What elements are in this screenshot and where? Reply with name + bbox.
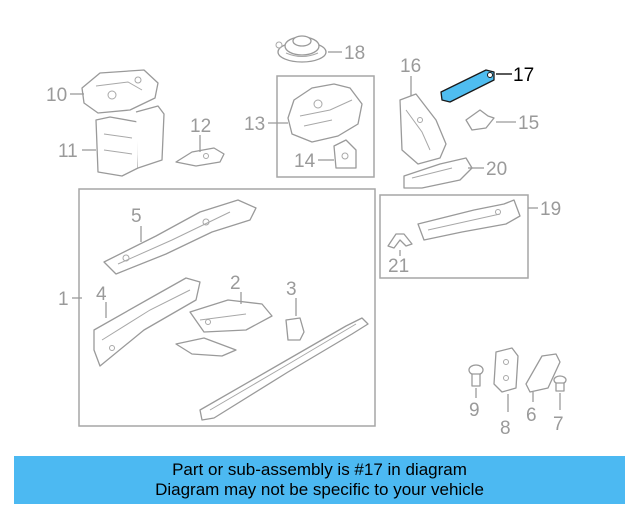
callout-7: 7 [553, 414, 564, 435]
callout-8: 8 [500, 418, 511, 439]
callout-6: 6 [526, 405, 537, 426]
part-16[interactable] [399, 93, 447, 165]
part-13[interactable] [287, 83, 363, 143]
callout-10: 10 [46, 85, 67, 106]
callout-12: 12 [190, 116, 211, 137]
part-21[interactable] [387, 233, 413, 249]
callout-3: 3 [286, 279, 297, 300]
part-18[interactable] [275, 35, 327, 63]
part-19[interactable] [417, 199, 521, 241]
callout-16: 16 [400, 56, 421, 77]
callout-19: 19 [540, 199, 561, 220]
callout-5: 5 [131, 206, 142, 227]
group-frame-1 [78, 188, 376, 427]
part-17-highlight [440, 69, 495, 103]
part-17[interactable] [440, 69, 495, 103]
callout-20: 20 [486, 159, 507, 180]
callout-1: 1 [58, 289, 69, 310]
callout-2: 2 [230, 273, 241, 294]
callout-14: 14 [294, 151, 316, 172]
info-banner: Part or sub-assembly is #17 in diagram D… [14, 456, 625, 504]
callout-15: 15 [518, 113, 539, 134]
parts-diagram: 18 10 11 12 13 14 16 [46, 35, 567, 439]
part-20[interactable] [403, 157, 473, 189]
part-8[interactable] [493, 347, 519, 393]
part-12[interactable] [175, 147, 225, 167]
part-1-strip[interactable] [175, 337, 237, 357]
callout-21: 21 [388, 256, 409, 277]
part-6[interactable] [525, 353, 561, 393]
part-14[interactable] [333, 139, 357, 169]
part-7[interactable] [553, 375, 567, 392]
group-frame-13 [276, 75, 375, 178]
banner-line-1: Part or sub-assembly is #17 in diagram [172, 460, 467, 479]
part-2[interactable] [189, 299, 273, 333]
callout-9: 9 [469, 400, 480, 421]
callout-4: 4 [96, 284, 107, 305]
group-frame-19 [379, 194, 529, 279]
part-4[interactable] [93, 277, 201, 367]
part-15[interactable] [465, 109, 495, 131]
part-3[interactable] [285, 317, 305, 341]
part-1[interactable] [199, 317, 369, 421]
part-11[interactable] [95, 105, 165, 177]
callout-11: 11 [58, 141, 78, 162]
part-9[interactable] [468, 364, 484, 387]
callout-17: 17 [513, 65, 534, 86]
part-10[interactable] [81, 69, 159, 114]
banner-line-2: Diagram may not be specific to your vehi… [155, 480, 484, 499]
callout-18: 18 [344, 43, 365, 64]
callout-13: 13 [244, 114, 265, 135]
part-5[interactable] [103, 199, 257, 275]
